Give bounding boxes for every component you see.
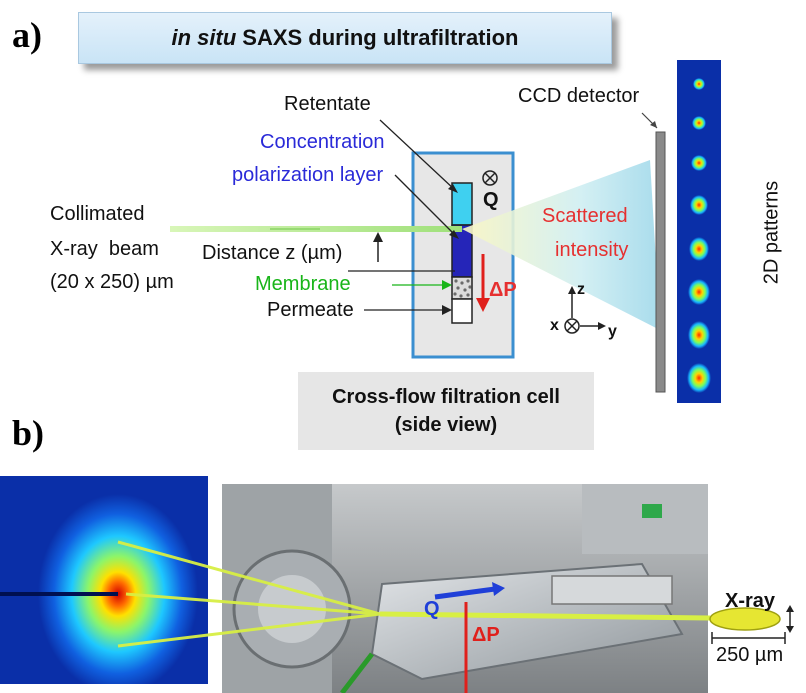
x-axis-otimes bbox=[564, 318, 580, 334]
title-italic: in situ bbox=[171, 25, 237, 50]
permeate-leader-head bbox=[442, 305, 452, 315]
retentate-leader-head bbox=[448, 184, 458, 193]
membrane-pores bbox=[453, 279, 472, 298]
photo-xray-beam bbox=[379, 611, 711, 621]
panel-a-label: a) bbox=[12, 15, 42, 55]
title-text: SAXS during ultrafiltration bbox=[242, 25, 519, 50]
label-2d-patterns: 2D patterns bbox=[760, 180, 783, 285]
scattering-lines bbox=[117, 540, 381, 648]
cell-caption-line1: Cross-flow filtration cell bbox=[332, 386, 560, 408]
membrane-leader-head bbox=[442, 280, 452, 290]
xray-label: X-ray bbox=[725, 590, 776, 612]
label-collimated-line3: (20 x 250) µm bbox=[50, 271, 174, 293]
label-axis-z: z bbox=[577, 281, 585, 298]
panel-b-label: b) bbox=[12, 413, 45, 453]
label-concentration-line2: polarization layer bbox=[232, 164, 384, 186]
photo-q-label: Q bbox=[424, 598, 440, 620]
label-scattered-line2: intensity bbox=[555, 239, 629, 261]
photo-q-arrow bbox=[434, 586, 496, 600]
cell-caption-line2: (side view) bbox=[394, 414, 498, 436]
label-delta-p: ΔP bbox=[489, 279, 517, 301]
ccd-detector bbox=[655, 131, 666, 393]
label-scattered-line1: Scattered bbox=[542, 205, 628, 227]
label-ccd-detector: CCD detector bbox=[518, 85, 640, 107]
detector-patterns-strip bbox=[677, 60, 721, 403]
polarization-leader bbox=[394, 174, 457, 237]
label-q: Q bbox=[483, 189, 499, 211]
label-membrane: Membrane bbox=[255, 273, 351, 295]
photo-delta-p-label: ΔP bbox=[472, 624, 500, 646]
label-concentration-line1: Concentration bbox=[260, 131, 385, 153]
distance-arrow-head bbox=[373, 232, 383, 242]
pattern-spots bbox=[687, 78, 711, 393]
setup-schematic bbox=[170, 60, 721, 403]
xray-spot-ellipse bbox=[709, 607, 781, 631]
panel-a-title: in situ SAXS during ultrafiltration bbox=[78, 12, 612, 64]
label-distance: Distance z (µm) bbox=[202, 242, 343, 264]
polarization-leader-head bbox=[449, 230, 459, 239]
label-collimated-line2: X-ray beam bbox=[50, 238, 159, 260]
label-axis-y: y bbox=[608, 323, 617, 340]
xray-size-label: 250 µm bbox=[716, 644, 784, 666]
retentate-leader bbox=[379, 119, 456, 191]
cell-caption: Cross-flow filtration cell (side view) bbox=[298, 372, 594, 450]
scattered-cone bbox=[462, 160, 660, 330]
ccd-leader-arrowhead bbox=[650, 121, 657, 128]
label-axis-x: x bbox=[550, 317, 559, 334]
q-otimes-symbol bbox=[482, 170, 498, 186]
permeate-chamber bbox=[451, 298, 473, 324]
label-permeate: Permeate bbox=[267, 299, 354, 321]
label-retentate: Retentate bbox=[284, 93, 371, 115]
label-collimated-line1: Collimated bbox=[50, 203, 145, 225]
photo-overlays bbox=[117, 540, 794, 693]
delta-p-arrow-head bbox=[476, 298, 490, 312]
saxs-pattern-image bbox=[0, 476, 208, 684]
